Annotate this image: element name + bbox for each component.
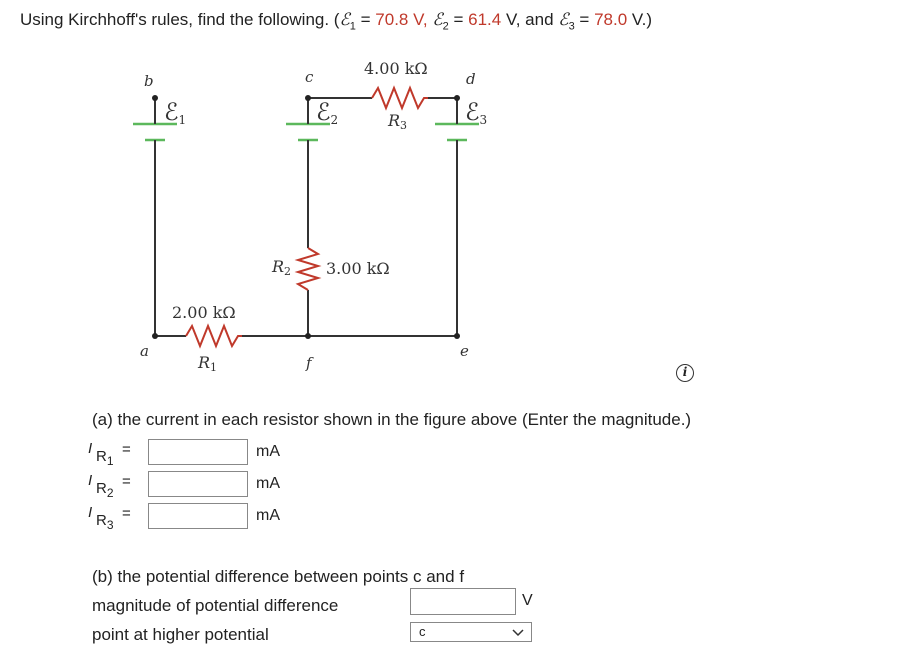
potential-difference-input[interactable] bbox=[410, 588, 516, 615]
emf3-value: 78.0 bbox=[594, 10, 628, 29]
higher-potential-label: point at higher potential bbox=[92, 625, 269, 644]
problem-suffix: V.) bbox=[627, 10, 653, 29]
point-label-c: c bbox=[305, 68, 314, 86]
point-label-d: d bbox=[466, 70, 476, 88]
r2-value: 3.00 kΩ bbox=[326, 259, 390, 278]
emf2-value: 61.4 bbox=[468, 10, 502, 29]
problem-prefix: Using Kirchhoff's rules, find the follow… bbox=[20, 10, 340, 29]
part-a-prompt: (a) the current in each resistor shown i… bbox=[92, 410, 692, 429]
current-r1-input[interactable] bbox=[148, 439, 248, 465]
emf1-sub: 1 bbox=[349, 20, 356, 33]
current-r2-input[interactable] bbox=[148, 471, 248, 497]
r3-label: R3 bbox=[387, 111, 407, 132]
circuit-diagram: b c d a f e ℰ1 ℰ2 ℰ3 4.00 kΩ R3 R2 3.00 … bbox=[133, 59, 487, 374]
emf1-label: ℰ1 bbox=[164, 98, 186, 127]
part-b-section: (b) the potential difference between poi… bbox=[92, 562, 464, 649]
emf1-value: 70.8 V, bbox=[375, 10, 428, 29]
resistor-r3 bbox=[371, 85, 428, 111]
emf3-sub: 3 bbox=[568, 20, 575, 33]
unit-v: V bbox=[522, 592, 533, 609]
r1-value: 2.00 kΩ bbox=[172, 303, 236, 322]
r2-label: R2 bbox=[271, 257, 291, 278]
higher-point-selected: c bbox=[419, 624, 426, 639]
and-text: V, and bbox=[501, 10, 559, 29]
problem-statement: Using Kirchhoff's rules, find the follow… bbox=[20, 10, 653, 33]
junction-dots bbox=[152, 95, 460, 339]
part-b-prompt: (b) the potential difference between poi… bbox=[92, 567, 465, 586]
emf2-sub: 2 bbox=[442, 20, 449, 33]
point-label-b: b bbox=[144, 72, 154, 90]
higher-point-select[interactable]: c bbox=[410, 622, 532, 642]
chevron-down-icon bbox=[512, 629, 524, 637]
r1-label: R1 bbox=[197, 353, 217, 374]
battery-emf1 bbox=[133, 118, 177, 146]
emf1-symbol: ℰ bbox=[339, 10, 350, 30]
magnitude-label: magnitude of potential difference bbox=[92, 596, 339, 615]
emf3-symbol: ℰ bbox=[558, 10, 569, 30]
battery-emf3 bbox=[435, 118, 479, 146]
r3-value: 4.00 kΩ bbox=[364, 59, 428, 78]
resistor-r2 bbox=[294, 247, 322, 291]
battery-emf2 bbox=[286, 118, 330, 146]
circuit-wires bbox=[154, 97, 458, 337]
emf2-symbol: ℰ bbox=[432, 10, 443, 30]
info-icon[interactable]: i bbox=[676, 364, 694, 382]
resistor-r1 bbox=[185, 323, 242, 349]
unit-ma: mA bbox=[256, 475, 280, 492]
point-label-f: f bbox=[305, 354, 314, 372]
emf3-label: ℰ3 bbox=[465, 98, 487, 127]
point-label-a: a bbox=[140, 342, 149, 360]
point-label-e: e bbox=[460, 342, 469, 360]
emf2-label: ℰ2 bbox=[316, 98, 338, 127]
current-r3-input[interactable] bbox=[148, 503, 248, 529]
unit-ma: mA bbox=[256, 443, 280, 460]
unit-ma: mA bbox=[256, 507, 280, 524]
